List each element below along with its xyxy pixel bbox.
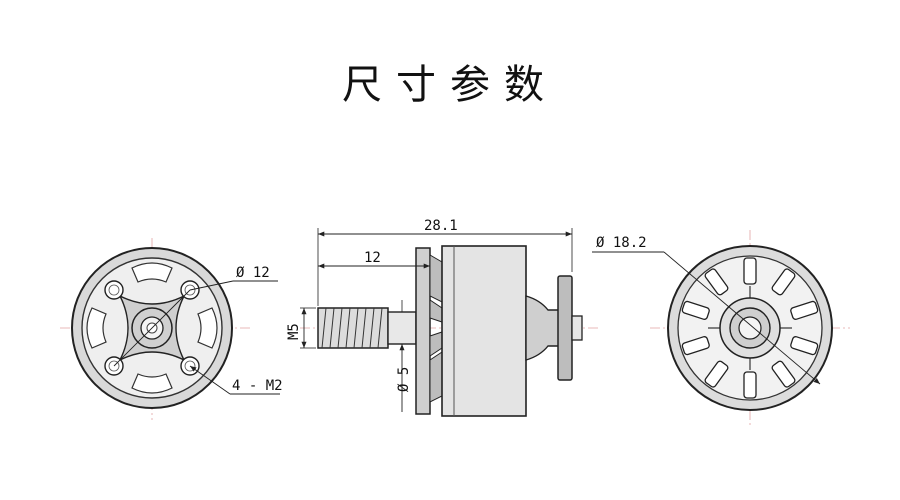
- side-shaft-length-label: 12: [364, 250, 381, 266]
- side-motor-can: [441, 245, 527, 417]
- side-shaft-diameter-label: Ø 5: [396, 367, 412, 392]
- back-diameter-dim: [663, 251, 821, 385]
- side-view: 28.1 12 M5 Ø 5: [286, 218, 600, 417]
- back-shaft-end: [738, 316, 762, 340]
- back-diameter-label: Ø 18.2: [596, 235, 647, 251]
- side-shaft-end: [571, 315, 583, 341]
- front-screw-label: 4 - M2: [232, 378, 283, 394]
- side-base-neck: [525, 295, 561, 361]
- side-thread-label: M5: [286, 323, 302, 340]
- front-window-left: [86, 307, 107, 349]
- front-screw-leader: [189, 365, 231, 395]
- page-title: 尺寸参数: [342, 62, 558, 108]
- side-total-length-label: 28.1: [424, 218, 458, 234]
- front-window-top: [131, 262, 173, 283]
- side-threaded-shaft: [317, 307, 389, 349]
- front-diameter-label: Ø 12: [236, 265, 270, 281]
- side-base-flange: [557, 275, 573, 381]
- front-diameter-line: [113, 289, 191, 367]
- back-view: Ø 18.2: [592, 230, 850, 425]
- front-screw-hole-1: [104, 280, 124, 300]
- side-smooth-shaft: [387, 311, 417, 345]
- front-window-bottom: [131, 373, 173, 394]
- side-bell-front: [415, 247, 431, 415]
- front-window-right: [197, 307, 218, 349]
- front-view: Ø 12 4 - M2: [60, 238, 283, 420]
